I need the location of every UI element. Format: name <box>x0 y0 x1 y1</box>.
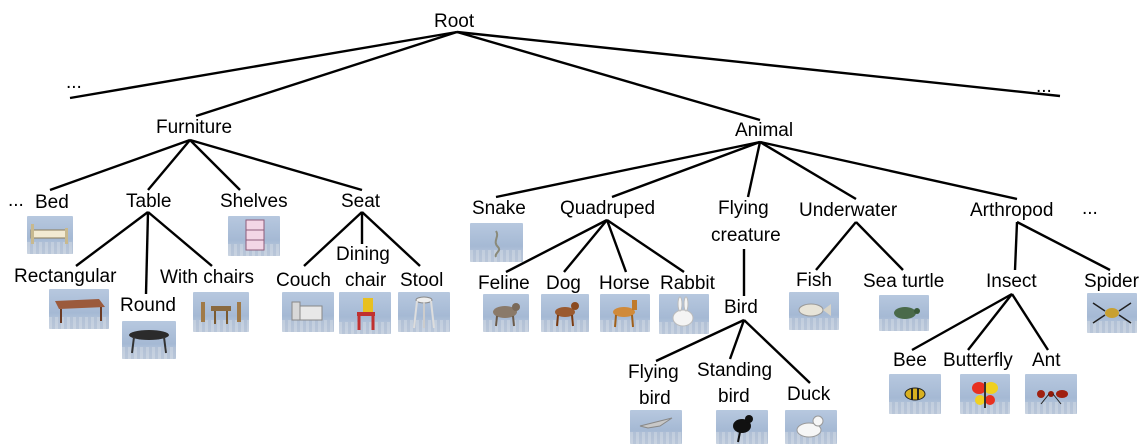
node-seat: Seat <box>341 191 381 212</box>
edge-from-root <box>69 30 458 100</box>
edge-from-bird <box>728 319 746 360</box>
node-underwater: Underwater <box>799 200 898 221</box>
node-with-chairs: With chairs <box>160 267 254 288</box>
node-bee: Bee <box>893 350 927 371</box>
edge-from-table <box>144 211 150 295</box>
edge-from-quadruped <box>605 219 628 273</box>
edge-from-furniture <box>147 139 191 191</box>
edge-from-underwater <box>855 221 904 271</box>
node-animal: Animal <box>735 120 794 141</box>
edge-from-underwater <box>815 221 857 271</box>
edge-from-root <box>456 30 761 122</box>
node-bed: Bed <box>35 192 69 213</box>
shelves-thumbnail <box>228 216 280 256</box>
edge-from-animal <box>611 140 761 199</box>
node-furniture: Furniture <box>156 117 233 138</box>
node-dog: Dog <box>546 273 581 294</box>
standing-bird-thumbnail <box>716 410 768 444</box>
ellipsis-left: ... <box>66 72 82 93</box>
feline-thumbnail <box>483 294 529 332</box>
node-ant: Ant <box>1032 350 1061 371</box>
edge-from-insect <box>911 292 1013 352</box>
node-fish: Fish <box>796 270 832 291</box>
node-flying-bird-line2: bird <box>639 388 671 409</box>
dog-thumbnail <box>541 294 589 332</box>
edge-from-table <box>75 211 149 267</box>
node-dining-chair-line1: Dining <box>336 244 390 265</box>
edge-from-animal <box>746 141 762 198</box>
stool-thumbnail <box>398 292 450 332</box>
fish-thumbnail <box>789 292 839 330</box>
node-flying-creature-line1: Flying <box>718 198 769 219</box>
node-quadruped: Quadruped <box>560 198 656 219</box>
node-table: Table <box>126 191 172 212</box>
node-flying-creature-line2: creature <box>711 225 781 246</box>
node-sea-turtle: Sea turtle <box>863 271 945 292</box>
node-rectangular: Rectangular <box>14 266 117 287</box>
edge-from-bird <box>743 319 811 384</box>
node-snake: Snake <box>472 198 526 219</box>
couch-thumbnail <box>282 292 334 332</box>
edge-from-animal <box>759 140 857 201</box>
edge-from-quadruped <box>563 219 608 273</box>
bee-thumbnail <box>889 374 941 414</box>
edge-from-animal <box>495 140 761 199</box>
node-bird: Bird <box>724 297 758 318</box>
node-round: Round <box>120 295 176 316</box>
node-rabbit: Rabbit <box>660 273 715 294</box>
sea-turtle-thumbnail <box>879 295 929 331</box>
with-chairs-thumbnail <box>193 292 249 332</box>
ellipsis-arthropod: ... <box>1082 198 1098 219</box>
edge-from-table <box>147 211 213 267</box>
round-table-thumbnail <box>122 321 176 359</box>
edge-from-arthropod <box>1013 221 1019 271</box>
edge-from-insect <box>1010 293 1050 351</box>
ellipsis-furniture: ... <box>8 190 24 211</box>
node-butterfly: Butterfly <box>943 350 1013 371</box>
ellipsis-right: ... <box>1036 76 1052 97</box>
node-duck: Duck <box>787 384 831 405</box>
edge-from-bird <box>655 318 745 363</box>
node-standing-bird-line1: Standing <box>697 360 773 381</box>
node-stool: Stool <box>400 270 444 291</box>
node-spider: Spider <box>1084 271 1139 292</box>
node-standing-bird-line2: bird <box>718 386 750 407</box>
edge-from-root <box>195 30 458 118</box>
edge-from-quadruped <box>606 219 685 273</box>
node-arthropod: Arthropod <box>970 200 1054 221</box>
node-feline: Feline <box>478 273 530 294</box>
horse-thumbnail <box>600 294 650 332</box>
flying-bird-thumbnail <box>630 410 682 444</box>
spider-thumbnail <box>1087 293 1137 333</box>
duck-thumbnail <box>785 410 837 444</box>
ant-thumbnail <box>1025 374 1077 414</box>
edge-from-root <box>456 30 1061 98</box>
node-horse: Horse <box>599 273 650 294</box>
edge-from-furniture <box>49 138 191 192</box>
edge-from-seat <box>303 211 363 267</box>
edge-from-seat <box>361 211 421 267</box>
node-couch: Couch <box>276 270 331 291</box>
node-dining-chair-line2: chair <box>345 270 387 291</box>
node-insect: Insect <box>986 271 1037 292</box>
edge-from-insect <box>967 293 1013 351</box>
rabbit-thumbnail <box>659 294 709 334</box>
node-flying-bird-line1: Flying <box>628 362 679 383</box>
node-root: Root <box>434 11 475 32</box>
node-shelves: Shelves <box>220 191 288 212</box>
edge-from-animal <box>759 140 1018 201</box>
dining-chair-thumbnail <box>339 292 391 334</box>
edge-from-quadruped <box>505 218 608 274</box>
edge-from-furniture <box>189 138 363 192</box>
edge-from-furniture <box>189 139 241 191</box>
bed-thumbnail <box>27 216 73 254</box>
rectangular-table-thumbnail <box>49 289 109 329</box>
snake-thumbnail <box>470 223 523 262</box>
butterfly-thumbnail <box>960 374 1010 414</box>
edge-from-arthropod <box>1016 220 1111 272</box>
